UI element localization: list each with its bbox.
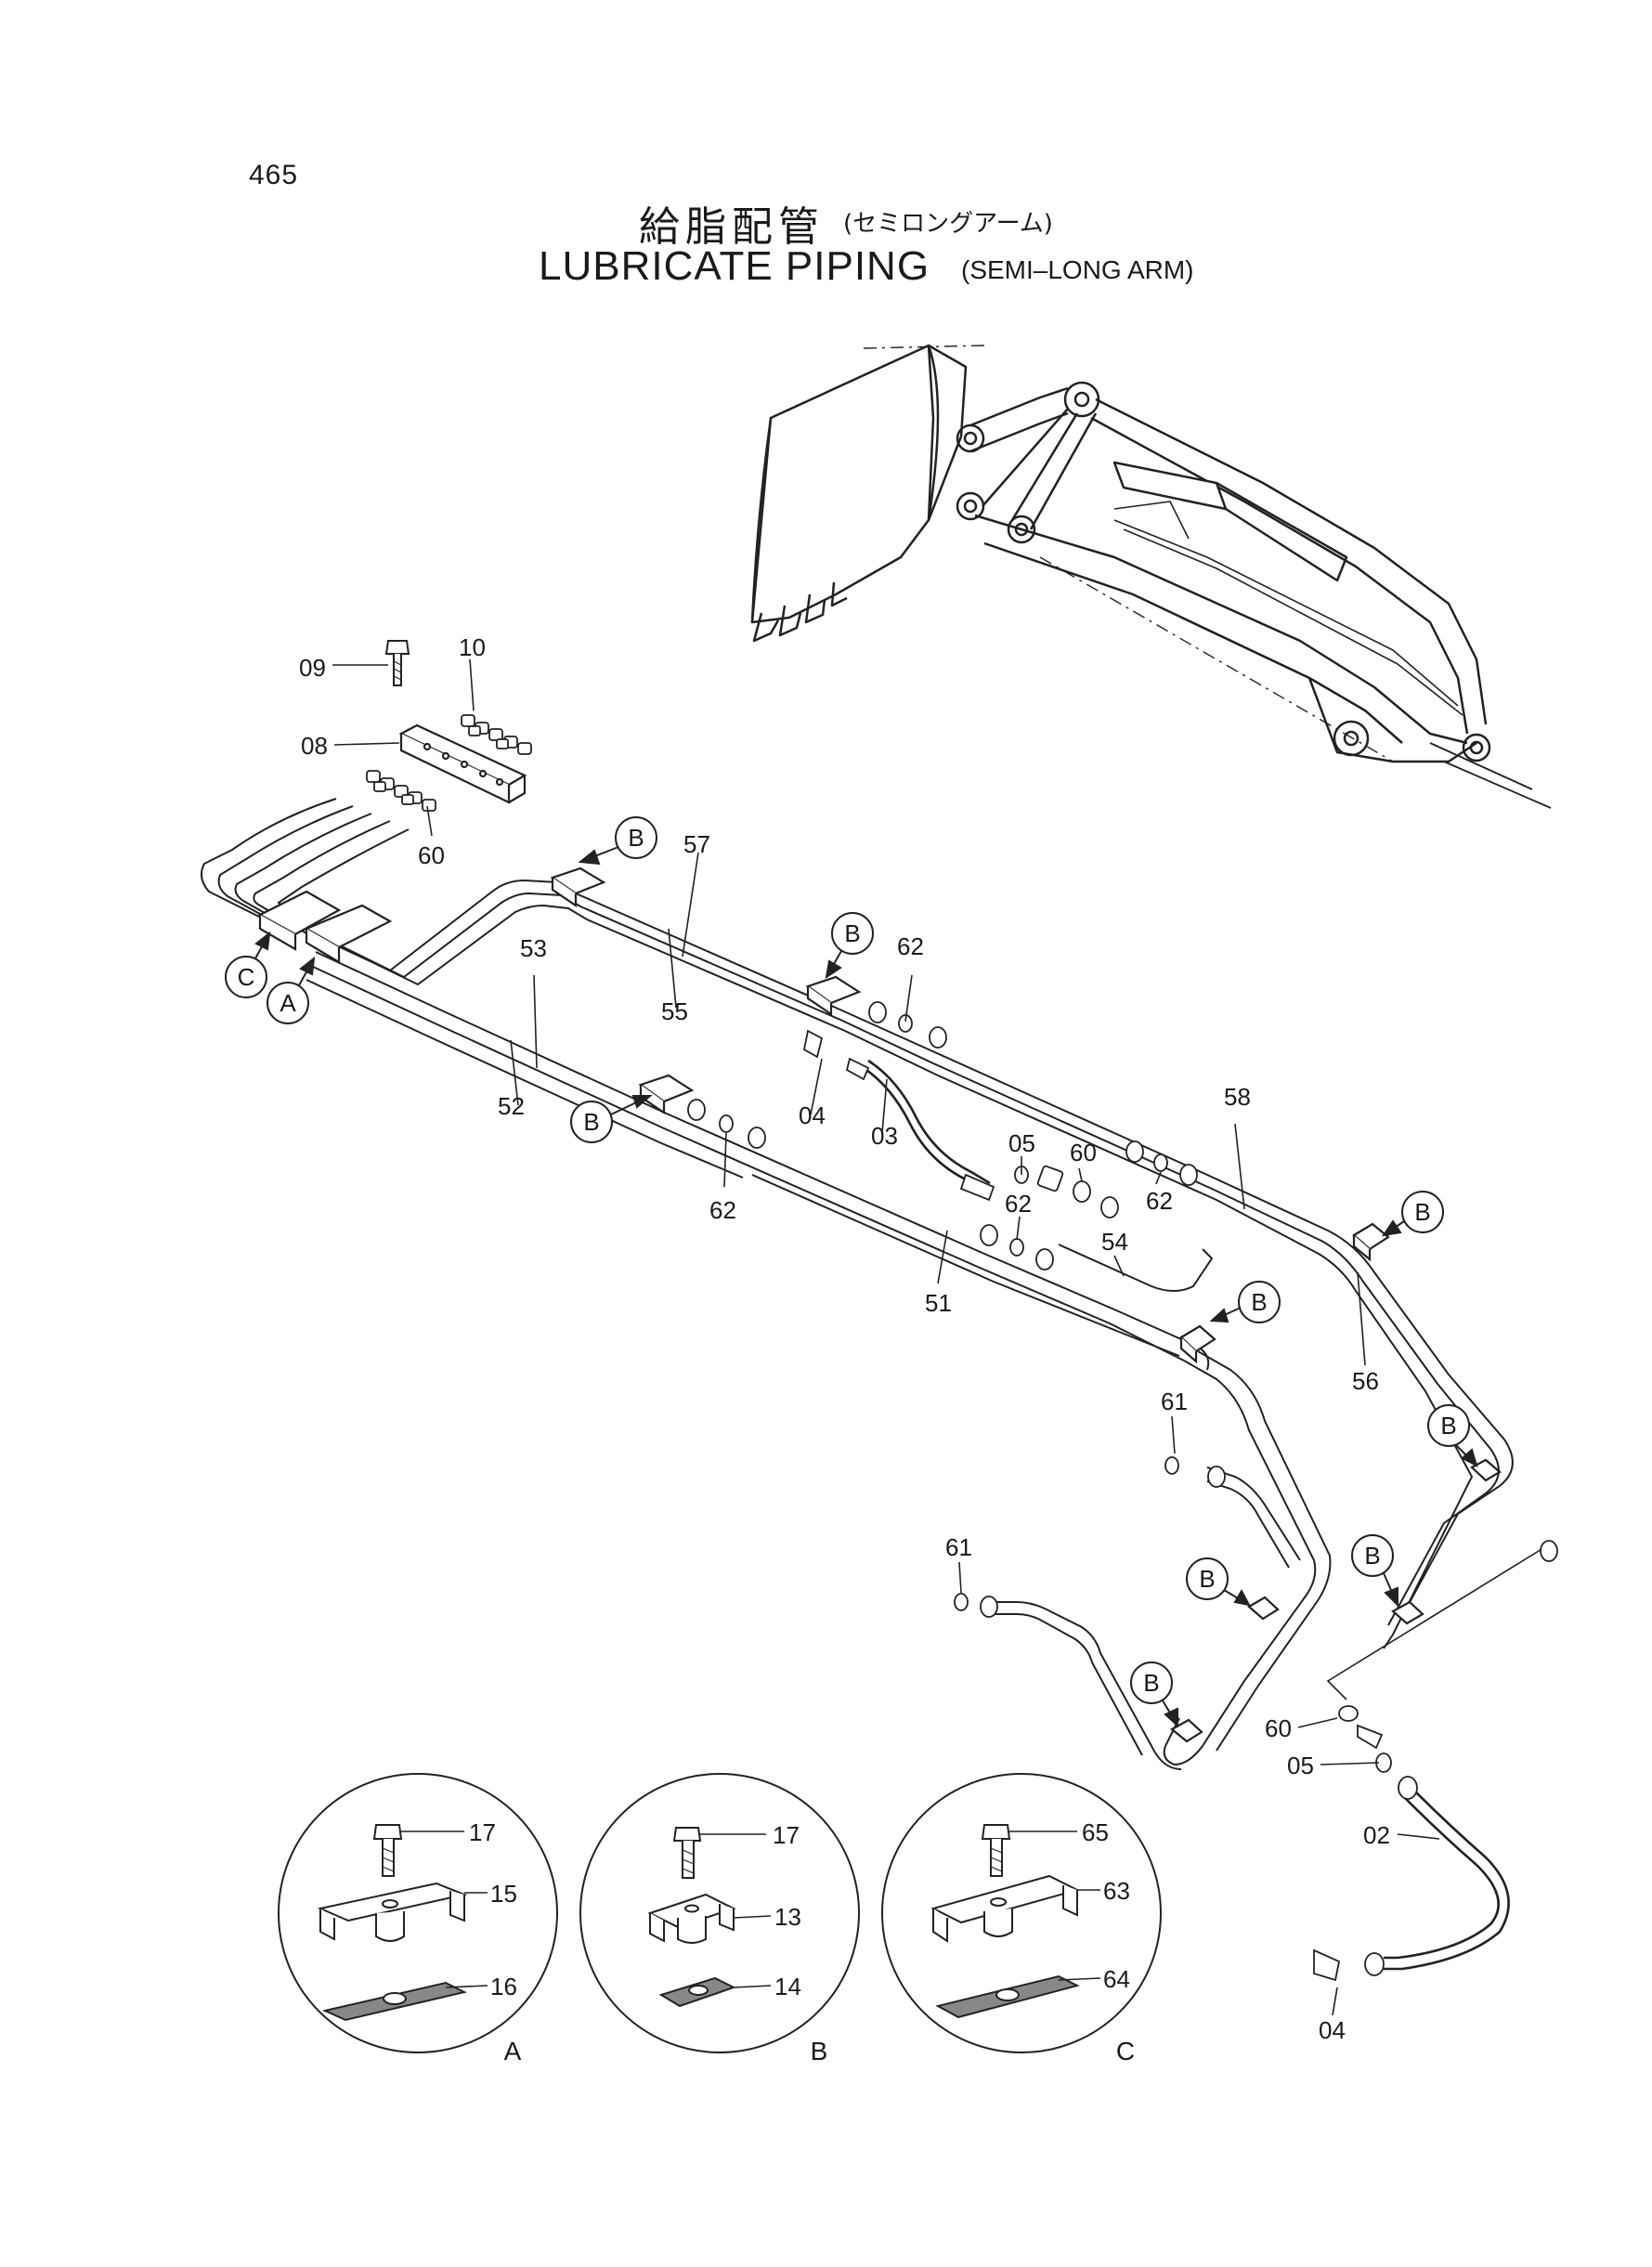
callout-letters: B B B B B B B B B C A	[238, 824, 1457, 1697]
inset-a-plate-label: 16	[490, 1973, 517, 2000]
callout-b: B	[844, 919, 860, 947]
fittings-60	[366, 770, 436, 812]
pipe-fittings	[687, 1001, 1558, 1982]
part-label-62: 62	[897, 932, 924, 960]
detail-inset-b: 17 13 14 B	[579, 1773, 860, 2065]
inset-c-bolt-label: 65	[1082, 1818, 1109, 1846]
callout-b: B	[583, 1108, 599, 1136]
inset-b-bolt-label: 17	[773, 1821, 800, 1849]
part-label-51: 51	[925, 1289, 952, 1317]
part-label-10: 10	[459, 633, 486, 661]
part-label-08: 08	[301, 732, 328, 760]
part-label-09: 09	[299, 654, 326, 682]
detail-inset-a: 17 15 16 A	[278, 1773, 558, 2065]
pipe-bundle-lower	[306, 951, 1547, 1971]
part-label-05: 05	[1287, 1752, 1314, 1779]
bolt-09	[384, 640, 410, 686]
part-label-57: 57	[683, 830, 710, 858]
callout-c: C	[238, 963, 255, 991]
part-label-61: 61	[1161, 1388, 1188, 1415]
callout-a: A	[280, 989, 296, 1017]
excavator-arm-illustration	[750, 344, 1552, 809]
inset-b-clamp-label: 13	[774, 1903, 801, 1931]
part-label-05: 05	[1008, 1129, 1035, 1157]
part-label-62: 62	[1146, 1187, 1173, 1215]
inset-a-bolt-label: 17	[469, 1818, 496, 1846]
detail-inset-c: 65 63 64 C	[881, 1773, 1162, 2065]
callout-b: B	[1143, 1669, 1159, 1697]
page-title-japanese: 給脂配管	[639, 203, 825, 251]
callout-b: B	[1440, 1412, 1456, 1440]
part-label-62: 62	[709, 1196, 736, 1224]
part-label-04: 04	[1319, 2016, 1346, 2044]
page-subtitle: (SEMI–LONG ARM)	[961, 255, 1194, 284]
inset-c-clamp-label: 63	[1103, 1877, 1130, 1905]
callout-b: B	[1414, 1198, 1430, 1226]
part-label-02: 02	[1363, 1821, 1390, 1849]
grease-manifold-block	[398, 723, 527, 804]
part-label-52: 52	[498, 1092, 525, 1120]
inset-b-letter: B	[811, 2037, 828, 2065]
part-label-53: 53	[520, 934, 547, 962]
grease-fittings-10	[461, 714, 532, 755]
callout-b: B	[1199, 1565, 1215, 1593]
inset-c-plate-label: 64	[1103, 1965, 1130, 1993]
inset-b-plate-label: 14	[774, 1973, 801, 2000]
pipe-clamps	[257, 866, 1502, 1743]
part-label-04: 04	[799, 1101, 826, 1129]
part-label-60: 60	[1070, 1139, 1097, 1166]
page-title: LUBRICATE PIPING	[539, 243, 930, 289]
inset-c-letter: C	[1116, 2037, 1135, 2065]
part-label-60: 60	[1265, 1714, 1292, 1742]
part-label-61: 61	[945, 1533, 972, 1561]
page-number: 465	[249, 160, 299, 190]
part-label-62: 62	[1005, 1190, 1032, 1218]
part-label-54: 54	[1101, 1228, 1128, 1256]
part-label-03: 03	[871, 1122, 898, 1150]
part-label-56: 56	[1352, 1367, 1379, 1395]
part-label-55: 55	[661, 997, 688, 1025]
callout-b: B	[1251, 1288, 1267, 1316]
part-label-60: 60	[418, 841, 445, 869]
part-labels: 09 10 08 60 57 55 53 52 62 04 03 05 60 6…	[299, 633, 1390, 2044]
callout-markers	[225, 816, 1478, 1728]
leader-lines	[332, 658, 1440, 2016]
callout-b: B	[1364, 1542, 1380, 1570]
part-label-58: 58	[1224, 1083, 1251, 1111]
inset-a-letter: A	[504, 2037, 522, 2065]
inset-a-clamp-label: 15	[490, 1880, 517, 1908]
callout-b: B	[628, 824, 644, 852]
page-subtitle-japanese: (セミロングアーム)	[843, 210, 1053, 238]
